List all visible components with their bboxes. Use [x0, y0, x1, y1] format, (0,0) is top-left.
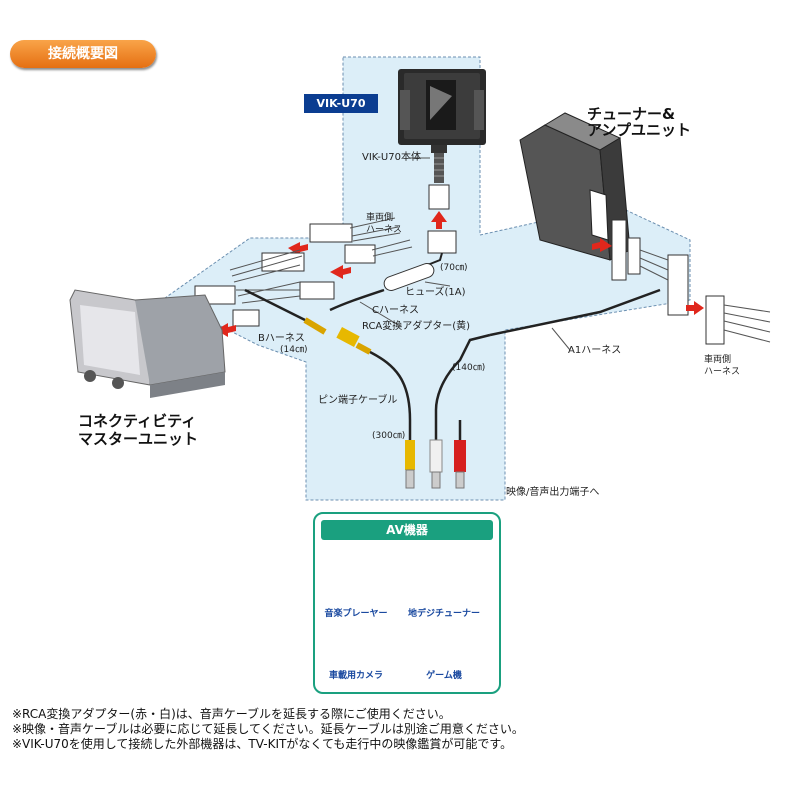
connectivity-master-unit	[69, 289, 226, 398]
vik-u70-unit	[398, 69, 486, 210]
rca-yellow-label: RCA変換アダプター(黄)	[362, 321, 471, 332]
master-unit-label-1: コネクティビティ	[78, 412, 197, 430]
vik-body-label: VIK-U70本体	[362, 152, 421, 163]
av-item-music-player: 音楽プレーヤー	[324, 609, 388, 619]
tuner-unit-label-2: アンプユニット	[587, 121, 691, 139]
note-3: ※VIK-U70を使用して接続した外部機器は、TV-KITがなくても走行中の映像…	[12, 737, 513, 751]
wiring-panel	[164, 56, 691, 501]
a1-harness-label: A1ハーネス	[568, 345, 622, 356]
note-1: ※RCA変換アダプター(赤・白)は、音声ケーブルを延長する際にご使用ください。	[12, 707, 451, 721]
diagram-title: 接続概要図	[10, 40, 156, 68]
vehicle-harness-top-label-1: 車両側	[366, 213, 394, 223]
arrow-harness-1	[288, 242, 308, 256]
av-output-label: 映像/音声出力端子へ	[506, 487, 600, 498]
arrow-to-master-2	[216, 323, 236, 337]
master-unit-label-2: マスターユニット	[78, 430, 199, 448]
av-item-car-camera: 車載用カメラ	[328, 671, 383, 681]
av-item-digital-tuner: 地デジチューナー	[407, 609, 480, 619]
arrow-to-tuner	[592, 238, 612, 252]
length-14-label: (14㎝)	[280, 345, 308, 355]
b-harness-label: Bハーネス	[258, 333, 305, 344]
c-harness-label: Cハーネス	[372, 305, 419, 316]
arrow-to-vehicle-right	[686, 301, 704, 315]
av-devices-panel: AV機器	[313, 512, 501, 694]
vik-u70-badge: VIK-U70	[304, 94, 378, 113]
length-70-label: (70㎝)	[440, 263, 468, 273]
pin-cable-label: ピン端子ケーブル	[318, 395, 398, 406]
arrow-harness-2	[330, 265, 351, 279]
tuner-amp-unit	[519, 112, 641, 281]
vehicle-harness-right-label-2: ハーネス	[704, 367, 741, 377]
vehicle-harness-right-label-1: 車両側	[704, 355, 732, 365]
vehicle-harness-top-label-2: ハーネス	[366, 225, 403, 235]
fuse-label: ヒューズ(1A)	[405, 287, 466, 298]
notes: ※RCA変換アダプター(赤・白)は、音声ケーブルを延長する際にご使用ください。 …	[12, 707, 524, 752]
length-300-label: (300㎝)	[372, 431, 406, 441]
av-item-game-console: ゲーム機	[426, 671, 462, 681]
tuner-unit-label-1: チューナー&	[587, 105, 676, 123]
arrow-to-vik	[431, 211, 447, 229]
note-2: ※映像・音声ケーブルは必要に応じて延長してください。延長ケーブルは別途ご用意くだ…	[12, 722, 524, 736]
av-devices-heading: AV機器	[321, 520, 493, 540]
length-140-label: (140㎝)	[452, 363, 486, 373]
vehicle-harness-top	[309, 217, 413, 264]
